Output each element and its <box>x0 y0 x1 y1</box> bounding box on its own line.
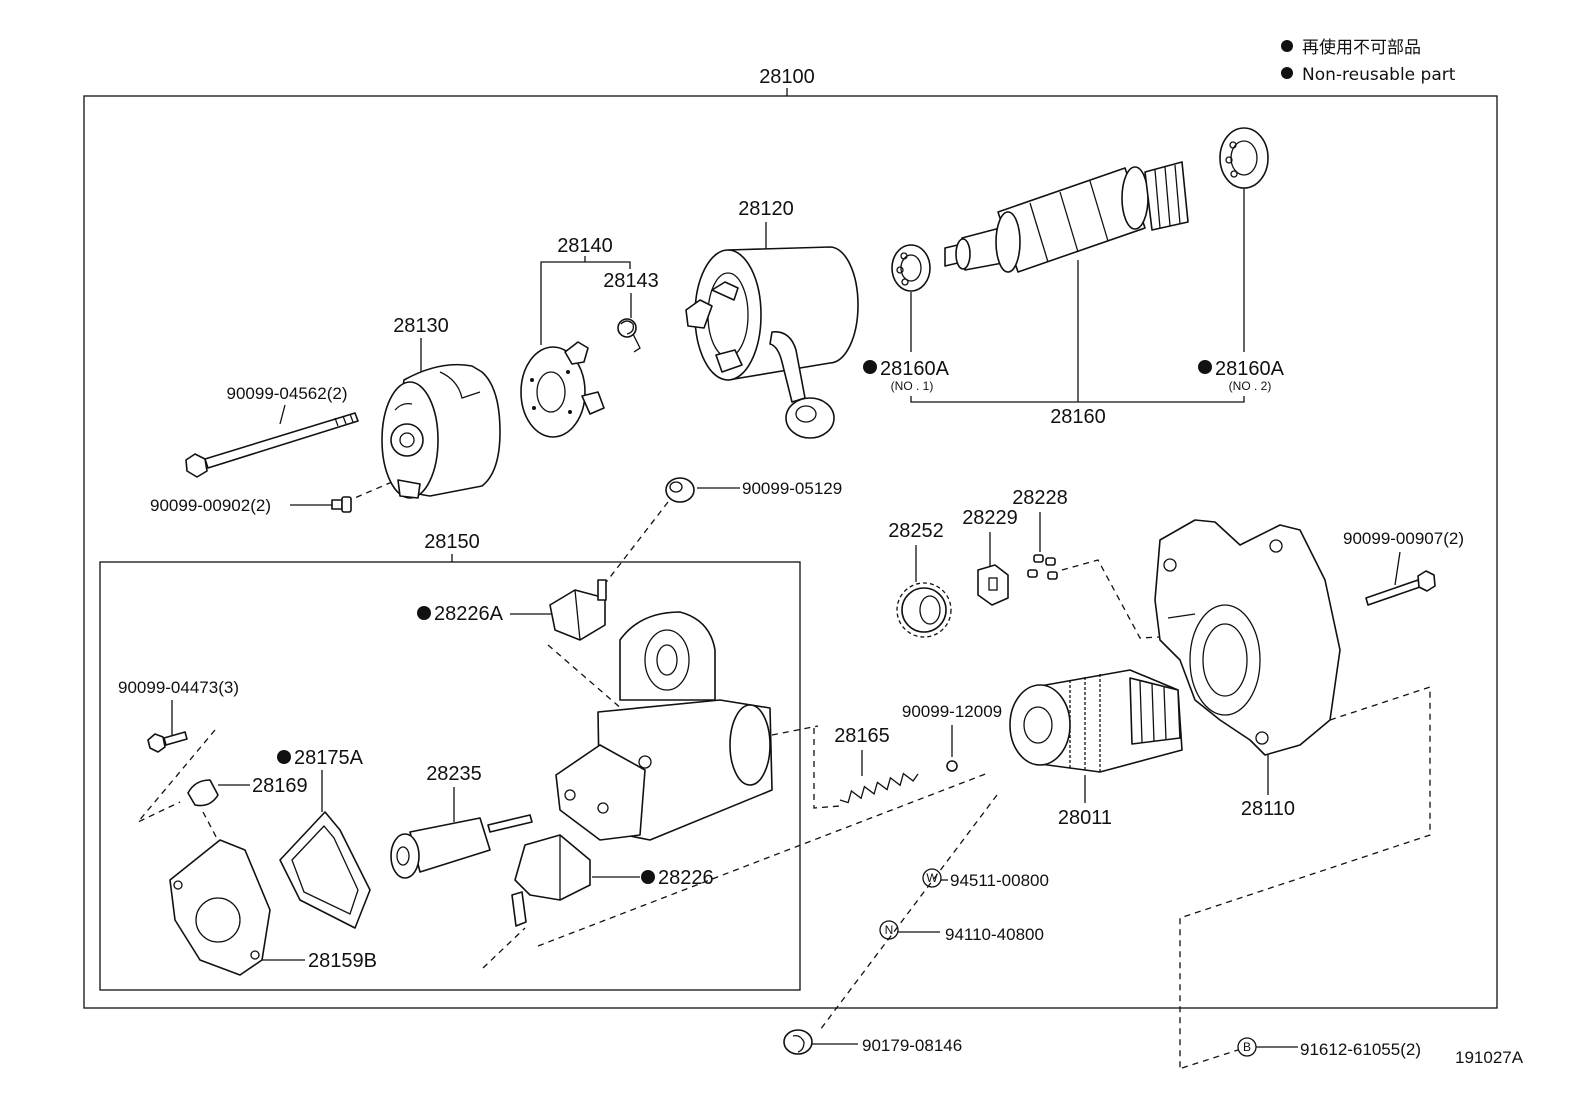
nut-symbol-letter: N <box>885 923 894 937</box>
insulator-drawing <box>187 779 219 807</box>
retainer-drawing <box>977 564 1009 606</box>
label-end-cover: 28159B <box>308 950 377 972</box>
label-housing: 28110 <box>1241 798 1295 820</box>
label-yoke: 28120 <box>738 198 794 220</box>
non-reusable-mark-bearing-no1 <box>863 360 877 374</box>
label-bearing-no2-note: (NO . 2) <box>1229 379 1272 393</box>
bearing-no1-drawing <box>891 244 931 292</box>
roller-drawing <box>1027 554 1058 580</box>
label-brush-holder: 28140 <box>557 235 613 257</box>
leader-lines <box>171 88 1401 1048</box>
label-armature: 28160 <box>1050 406 1106 428</box>
cover-screw-drawing <box>147 731 188 753</box>
label-washer: 94511-00800 <box>950 871 1049 890</box>
label-housing-bolt: 90099-00907(2) <box>1343 529 1464 548</box>
assembly-dashed-lines <box>137 481 1431 1072</box>
spring-drawing <box>839 772 919 804</box>
yoke-drawing <box>685 246 859 439</box>
part-labels: 28100 28120 28140 28143 28130 90099-0456… <box>118 66 1524 1067</box>
label-plunger: 28235 <box>426 763 482 785</box>
label-insulator: 28169 <box>252 775 308 797</box>
brush-holder-drawing <box>520 341 605 438</box>
label-retainer: 28229 <box>962 507 1018 529</box>
assembly-frame-28100 <box>83 95 1498 1009</box>
plunger-drawing <box>390 814 533 879</box>
terminal-cap-drawing <box>783 1029 813 1055</box>
non-reusable-mark-bearing-no2 <box>1198 360 1212 374</box>
legend-bullet-jp <box>1281 40 1293 52</box>
terminal-drawing <box>511 834 591 927</box>
armature-drawing <box>944 161 1189 273</box>
label-bearing-no1-note: (NO . 1) <box>891 379 934 393</box>
through-bolt-drawing <box>185 412 359 478</box>
drive-housing-drawing <box>1154 519 1341 756</box>
label-brush-spring: 28143 <box>603 270 659 292</box>
clutch-drawing <box>1009 669 1183 773</box>
terminal-a-drawing <box>549 579 607 641</box>
label-ball: 90099-12009 <box>902 702 1002 721</box>
legend-text-en: Non-reusable part <box>1302 65 1456 85</box>
switch-housing-drawing <box>555 611 773 841</box>
label-end-frame-screw: 90099-00902(2) <box>150 496 271 515</box>
end-cover-drawing <box>169 839 271 976</box>
label-cap: 90099-05129 <box>742 479 842 498</box>
assembly-frame-28150 <box>99 561 801 991</box>
label-magnetic-switch: 28150 <box>424 531 480 553</box>
legend-bullet-en <box>1281 67 1293 79</box>
legend: 再使用不可部品 Non-reusable part <box>1281 37 1456 85</box>
label-cover-screw: 90099-04473(3) <box>118 678 239 697</box>
label-starter-assy: 28100 <box>759 66 815 88</box>
end-frame-drawing <box>381 363 501 499</box>
non-reusable-mark-terminal <box>641 870 655 884</box>
legend-text-jp: 再使用不可部品 <box>1302 37 1421 58</box>
label-through-bolt: 90099-04562(2) <box>227 384 348 403</box>
label-spring: 28165 <box>834 725 890 747</box>
housing-bolt-drawing <box>1365 570 1436 606</box>
ball-drawing <box>946 760 958 772</box>
washer-symbol-letter: W <box>926 871 938 885</box>
cap-drawing <box>665 477 695 503</box>
washer-symbol <box>922 868 942 888</box>
label-roller: 28228 <box>1012 487 1068 509</box>
label-gasket: 28175A <box>294 747 364 769</box>
end-frame-screw-drawing <box>331 496 352 513</box>
brush-spring-drawing <box>617 318 641 353</box>
label-gear: 28252 <box>888 520 944 542</box>
diagram-code: 191027A <box>1455 1048 1524 1067</box>
non-reusable-mark-gasket <box>277 750 291 764</box>
label-bearing-no1: 28160A <box>880 358 950 380</box>
bolt-symbol-letter: B <box>1243 1040 1251 1054</box>
label-terminal: 28226 <box>658 867 714 889</box>
nut-symbol <box>879 920 899 940</box>
label-stud-bolt: 91612-61055(2) <box>1300 1040 1421 1059</box>
bolt-symbol <box>1237 1037 1257 1057</box>
label-terminal-a: 28226A <box>434 603 504 625</box>
label-end-frame: 28130 <box>393 315 449 337</box>
label-terminal-cap: 90179-08146 <box>862 1036 962 1055</box>
label-nut: 94110-40800 <box>945 925 1044 944</box>
gasket-drawing <box>279 811 371 929</box>
non-reusable-mark-terminal-a <box>417 606 431 620</box>
label-clutch: 28011 <box>1058 807 1112 829</box>
bearing-no2-drawing <box>1219 127 1269 189</box>
gear-drawing <box>896 582 952 638</box>
label-bearing-no2: 28160A <box>1215 358 1285 380</box>
